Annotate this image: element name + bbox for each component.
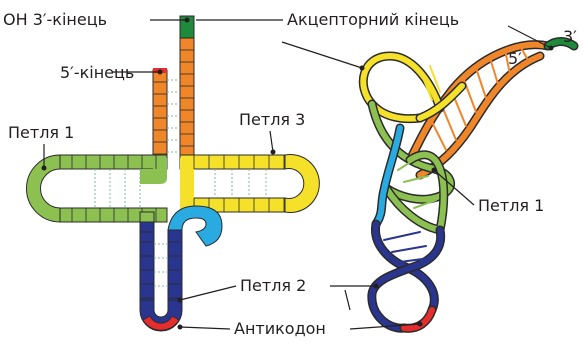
anticodon-stem-right [168,230,182,302]
loop1-hbonds [95,169,140,208]
tail-leader-dot [549,46,554,51]
tertiary-structure [363,42,574,329]
loop1-loop [26,155,60,222]
acceptor-hbonds [167,80,180,152]
label-oh-3-end: OH 3′-кінець [3,10,107,29]
label-loop1-right: Петля 1 [478,196,544,215]
anticodon-hbonds [154,244,168,286]
label-five-prime: 5′ [508,49,522,68]
label-three-prime: 3′ [563,27,577,46]
loop3-corner [180,158,194,212]
label-anticodon: Антикодон [234,319,326,338]
loop3-loop [285,155,319,213]
label-loop1-left: Петля 1 [8,123,74,142]
loop3-hbonds [215,169,266,198]
anticodon-stem-left [140,230,154,302]
acceptor-5-strand [153,70,167,158]
anticodon-stem-connector [140,212,154,222]
label-loop2: Петля 2 [240,276,306,295]
loop1-stem-top [60,155,167,169]
label-loop3: Петля 3 [239,110,305,129]
label-acceptor-end: Акцепторний кінець [287,10,459,29]
